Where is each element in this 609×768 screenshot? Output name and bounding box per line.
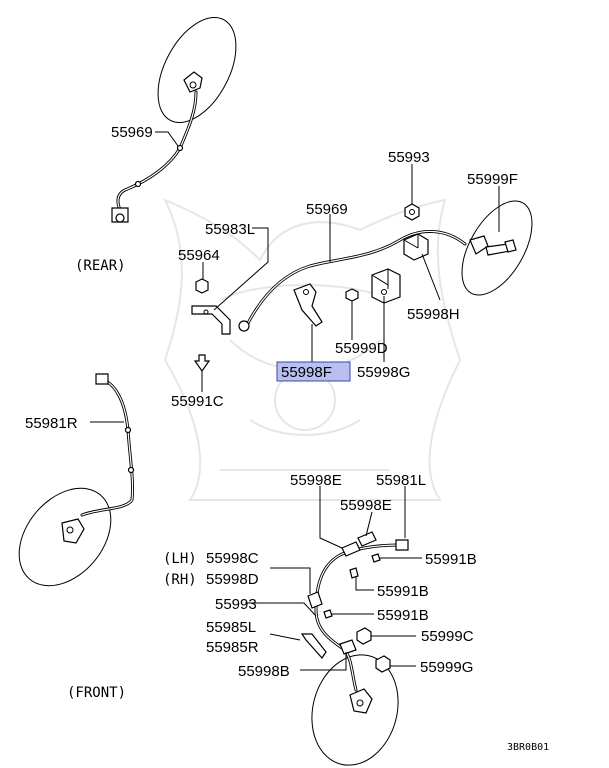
label-55991C[interactable]: 55991C (171, 393, 224, 410)
label-55999C[interactable]: 55999C (421, 628, 474, 645)
clip-55991C (193, 354, 211, 377)
label-55985R[interactable]: 55985R (206, 639, 259, 656)
label-55991B-2[interactable]: 55991B (377, 583, 429, 600)
label-55998E-1[interactable]: 55998E (290, 472, 342, 489)
label-55985L[interactable]: 55985L (206, 619, 256, 636)
bracket-55983L (191, 305, 231, 335)
label-55998H[interactable]: 55998H (407, 306, 460, 323)
label-55964[interactable]: 55964 (178, 247, 220, 264)
label-55991B-1[interactable]: 55991B (425, 551, 477, 568)
label-55998D[interactable]: 55998D (206, 571, 259, 588)
label-55998E-2[interactable]: 55998E (340, 497, 392, 514)
label-55999F[interactable]: 55999F (467, 171, 518, 188)
front-left-sensor-wire (80, 373, 135, 517)
label-55998F[interactable]: 55998F (281, 364, 332, 381)
clamp-55998H (403, 233, 429, 261)
label-55981R[interactable]: 55981R (25, 415, 78, 432)
prefix-lh: (LH) (163, 551, 197, 567)
part-labels: 55969 55969 55993 55999F 55983L 55964 55… (25, 124, 518, 680)
clamp-55998C-D (307, 591, 323, 609)
clip-55991B-1 (371, 553, 381, 563)
rear-brake-disc (157, 16, 237, 124)
caption-front: (FRONT) (67, 685, 126, 701)
clamp-55998E (341, 531, 377, 557)
label-55981L[interactable]: 55981L (376, 472, 426, 489)
caption-rear: (REAR) (75, 258, 126, 274)
highlight-box-55998F (276, 361, 351, 382)
bolt-55999C (356, 627, 372, 645)
label-55993-front[interactable]: 55993 (215, 596, 257, 613)
label-55999G[interactable]: 55999G (420, 659, 473, 676)
label-55969-upper[interactable]: 55969 (306, 201, 348, 218)
label-55998C[interactable]: 55998C (206, 550, 259, 567)
prefix-rh: (RH) (163, 572, 197, 588)
clamp-55998B (339, 639, 357, 655)
clamp-55998F (293, 283, 323, 327)
front-right-brake-disc (311, 654, 399, 766)
label-55983L[interactable]: 55983L (205, 221, 255, 238)
clip-55964 (195, 278, 209, 294)
label-55991B-3[interactable]: 55991B (377, 607, 429, 624)
watermark-emblem (162, 198, 462, 501)
upper-sensor-wire (238, 229, 467, 332)
clamp-55998G (371, 268, 401, 304)
figure-code: 3BR0B01 (507, 742, 549, 753)
front-left-brake-disc (18, 487, 112, 587)
label-55969-rear[interactable]: 55969 (111, 124, 153, 141)
bolt-55999D (345, 288, 359, 311)
label-55998B[interactable]: 55998B (238, 663, 290, 680)
bracket-55985 (300, 633, 327, 659)
nut-55993-top (404, 203, 420, 221)
bolt-55999F (485, 239, 517, 256)
label-55999D[interactable]: 55999D (335, 340, 388, 357)
label-55998G[interactable]: 55998G (357, 364, 410, 381)
clip-55991B-3 (323, 609, 333, 619)
clip-55991B-2 (349, 567, 359, 579)
label-55993-top[interactable]: 55993 (388, 149, 430, 166)
leader-lines (90, 131, 500, 671)
right-brake-disc (461, 200, 533, 296)
rear-sensor-wire (111, 90, 198, 223)
bolt-55999G (375, 655, 391, 673)
